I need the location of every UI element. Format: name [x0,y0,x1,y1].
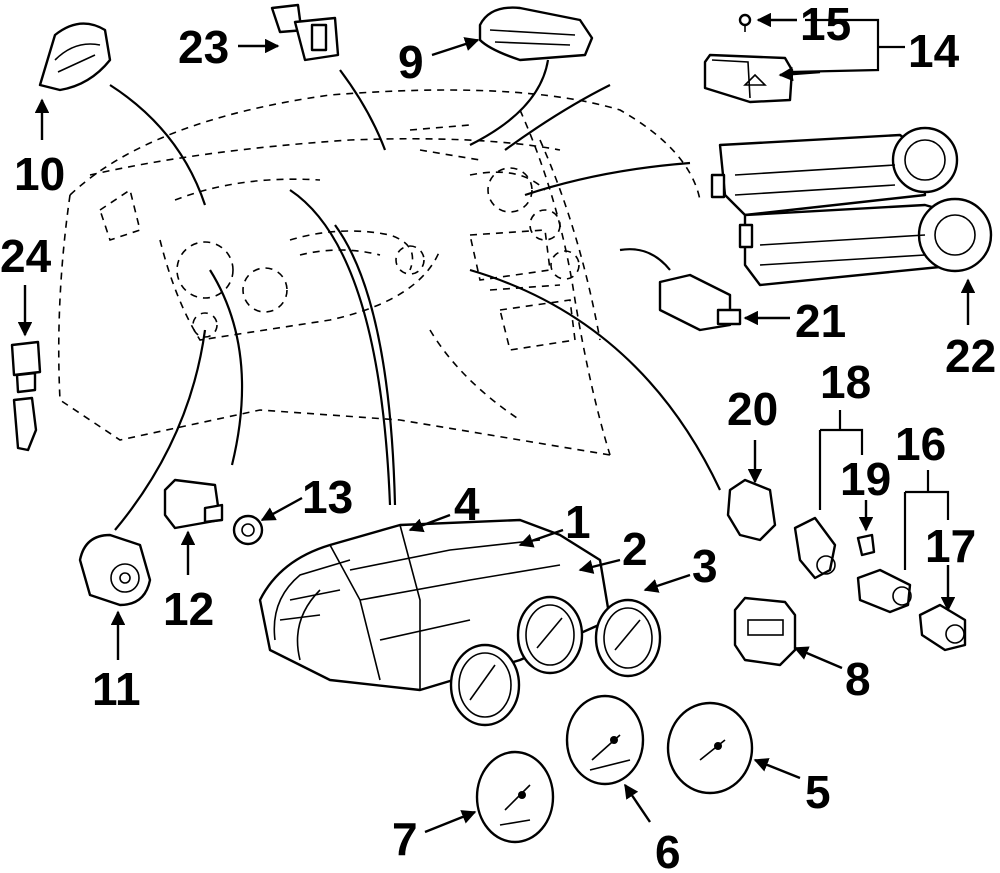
callout-14: 14 [908,25,960,77]
part-16-bulb-socket [856,568,912,614]
dashboard-outline [57,89,701,456]
callout-10: 10 [14,148,65,200]
part-15-screw [738,13,752,32]
callout-9: 9 [398,36,424,88]
part-18-bulb-socket [793,516,837,580]
callout-12: 12 [163,583,214,635]
callout-5: 5 [805,766,831,818]
part-6-gauge [565,694,645,786]
part-13-nut [232,514,264,546]
instrument-cluster-assembly [258,518,662,727]
callout-20: 20 [727,383,778,435]
part-23-switch [270,3,340,62]
callout-23: 23 [178,21,229,73]
part-9-vent [478,6,594,62]
part-12-relay [163,478,224,530]
part-10-trim-piece [38,22,112,92]
part-17-bulb-socket [918,603,967,652]
leader-lines [109,59,721,531]
part-20-switch [726,478,777,542]
callout-24: 24 [0,230,52,282]
callout-21: 21 [795,295,846,347]
callout-2: 2 [622,523,648,575]
part-11-knob-switch [78,533,152,607]
part-8-switch-panel [733,596,797,667]
callout-22: 22 [945,330,996,382]
bracket-lines [789,18,950,570]
callout-19: 19 [840,453,891,505]
part-14-hazard-switch [703,53,794,104]
callout-3: 3 [692,540,718,592]
callout-18: 18 [820,356,871,408]
callout-1: 1 [565,496,591,548]
callout-16: 16 [895,418,946,470]
callout-8: 8 [845,653,871,705]
callout-6: 6 [655,826,681,873]
callout-13: 13 [302,471,353,523]
callout-7: 7 [392,813,418,865]
callout-17: 17 [925,520,976,572]
callout-11: 11 [92,663,141,715]
part-21-switch [658,273,742,332]
part-5-gauge [666,701,754,795]
callout-15: 15 [800,0,851,50]
part-24-bulb-socket [10,340,42,452]
part-22-climate-control [710,126,993,287]
callout-arrows [17,12,976,834]
part-7-gauge [475,750,555,844]
part-19-bulb [856,533,876,557]
callout-4: 4 [454,478,480,530]
